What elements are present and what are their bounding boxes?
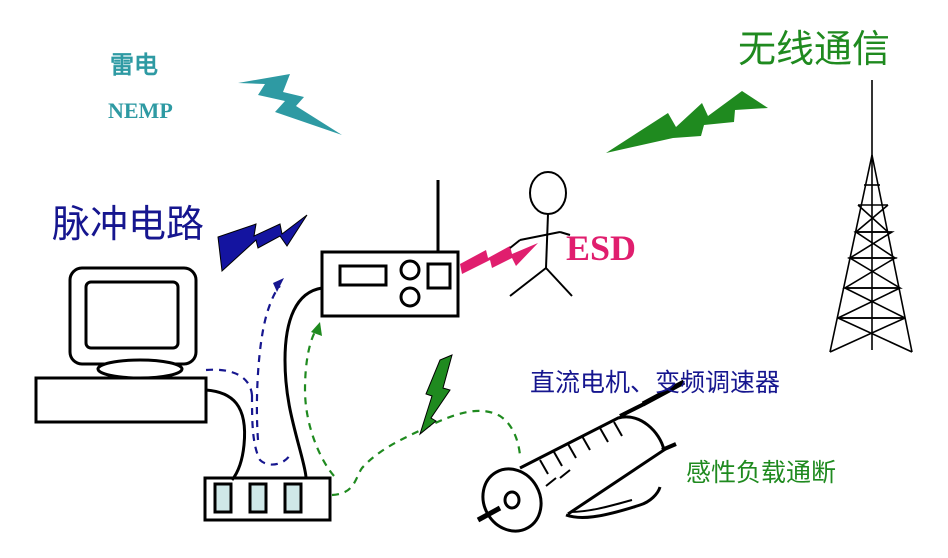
person-figure-icon	[510, 172, 572, 296]
lightning-label: 雷电	[110, 53, 158, 77]
cables	[206, 288, 322, 480]
pulse-bolt-icon	[218, 215, 307, 271]
lightning-bolt-icon	[238, 74, 342, 135]
nemp-label: NEMP	[108, 100, 173, 122]
pulse-arrowhead-icon	[273, 278, 284, 292]
esd-label: ESD	[566, 230, 636, 266]
instrument-device-icon	[322, 180, 458, 316]
dc-motor-icon	[472, 382, 684, 542]
wireless-bolt-icon	[606, 91, 768, 153]
terminal-block-icon	[205, 478, 330, 520]
wireless-label: 无线通信	[738, 30, 890, 68]
computer-monitor-icon	[70, 268, 196, 378]
inductive-coupling-path	[305, 330, 520, 495]
pulse-circuit-label: 脉冲电路	[52, 205, 204, 243]
motor-label: 直流电机、变频调速器	[530, 370, 780, 395]
computer-base-icon	[36, 378, 206, 422]
inductive-arrowhead-icon	[311, 322, 322, 336]
inductive-load-label: 感性负载通断	[686, 460, 836, 485]
radio-tower-icon	[830, 80, 912, 352]
esd-bolt-icon	[460, 243, 538, 274]
pulse-coupling-path	[206, 286, 290, 465]
